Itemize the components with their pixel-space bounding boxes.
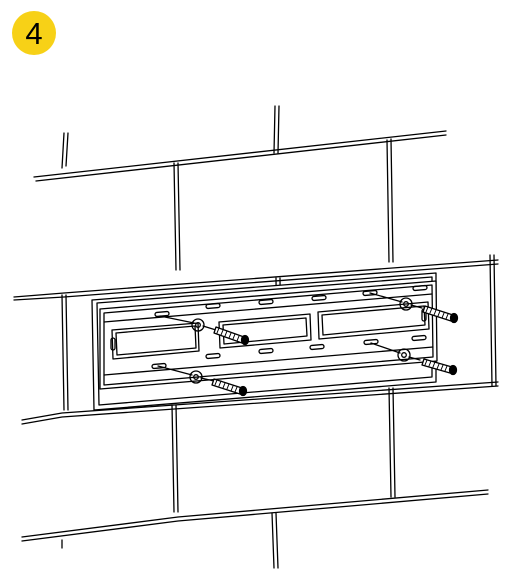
screw-hole-left-bottom xyxy=(157,365,215,384)
mounting-bracket xyxy=(99,280,438,390)
step-number: 4 xyxy=(25,15,43,51)
screw-right-top xyxy=(422,305,459,324)
screw-left-bottom xyxy=(211,378,248,397)
screw-hole-right-bottom xyxy=(370,342,421,362)
screw-hole-right-top xyxy=(369,292,423,311)
screw-left-top xyxy=(213,326,250,346)
screw-right-bottom xyxy=(421,358,458,376)
step-badge: 4 xyxy=(12,11,56,55)
screw-hole-left-top xyxy=(159,315,217,332)
brick-wall xyxy=(13,105,499,569)
